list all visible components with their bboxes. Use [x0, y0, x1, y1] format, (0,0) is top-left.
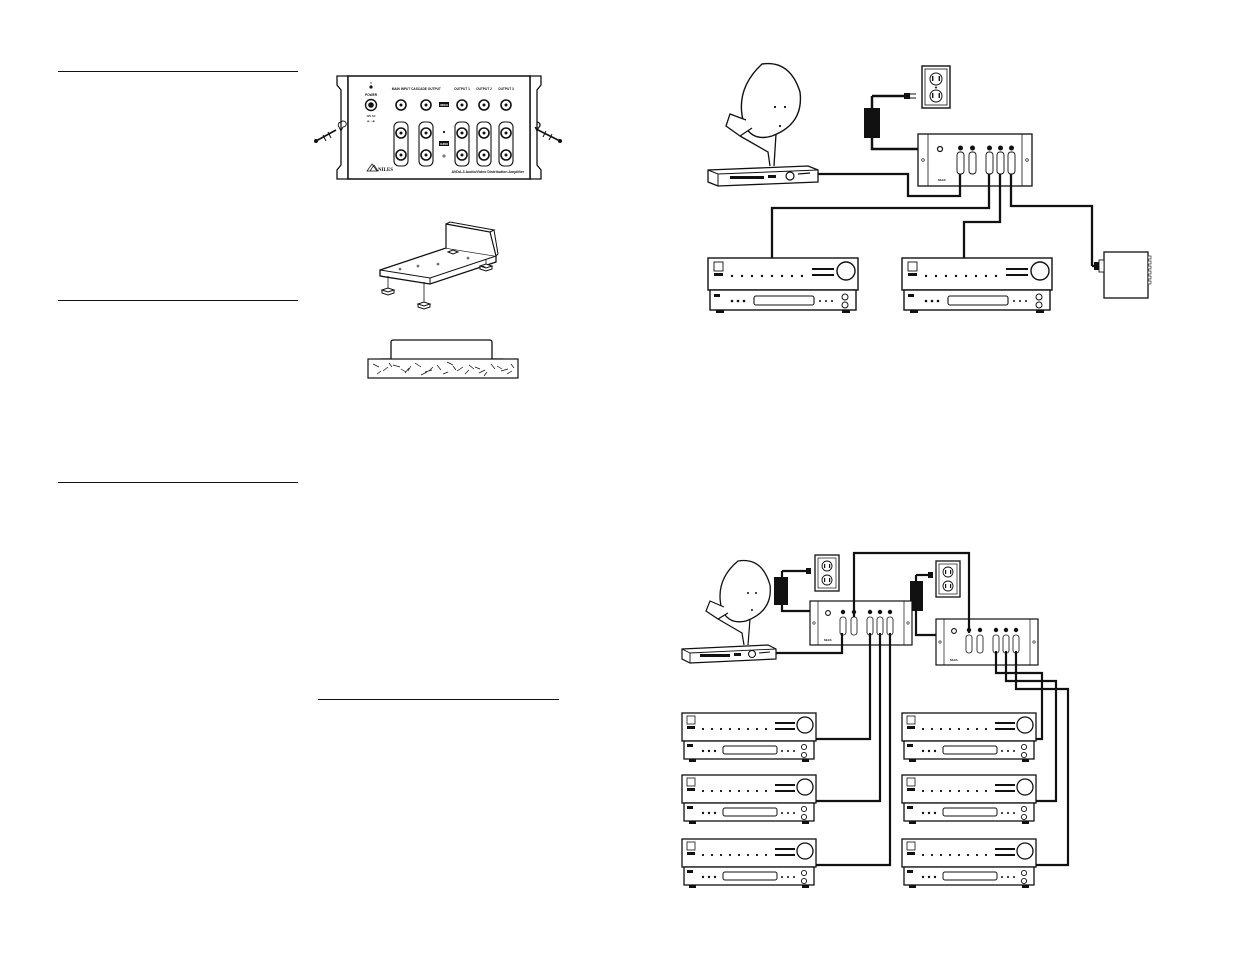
av-receiver-1-icon	[707, 257, 859, 313]
amplifier-front-panel-figure: POWER 12V AC ⊖-○-⊕ MAIN INPUT CASCADE OU…	[314, 75, 562, 180]
satellite-dish-icon	[725, 62, 802, 167]
wall-outlet-icon-2	[814, 554, 840, 592]
power-led-icon	[369, 82, 373, 89]
output-1-label: OUTPUT 1	[454, 87, 470, 91]
cascade-output-label: CASCADE OUTPUT	[411, 87, 441, 91]
brand-logo-text: NILES	[378, 168, 393, 173]
amp-brand-text: NILES	[938, 178, 946, 182]
right-screw-icon	[535, 128, 562, 143]
cascaded-amp-wiring-diagram: NILES NILES	[681, 551, 1070, 888]
model-name-text: AVDA-3 Audio/Video Distribution Amplifie…	[452, 170, 525, 174]
av-receiver-2-icon	[901, 257, 1053, 313]
video-tag: VIDEO	[440, 103, 448, 107]
wood-grain-texture	[372, 361, 515, 377]
satellite-dish-icon-2	[705, 559, 771, 646]
av-receiver-left-1-icon	[681, 712, 817, 762]
section-rule-4	[318, 699, 559, 700]
cascade-av-cables	[776, 551, 1070, 867]
rubber-foot-icons	[380, 249, 494, 310]
audio-tag: AUDIO	[440, 142, 448, 146]
main-input-label: MAIN INPUT	[392, 87, 411, 91]
av-cables	[770, 172, 1094, 266]
amp-2-brand-text: NILES	[950, 658, 958, 662]
av-receiver-right-3-icon	[901, 838, 1037, 888]
power-jack-icon	[364, 98, 378, 112]
av-receiver-left-3-icon	[681, 838, 817, 888]
wall-outlet-icon-3	[935, 560, 961, 598]
remote-device-icon	[1092, 251, 1152, 299]
output-2-label: OUTPUT 2	[476, 87, 492, 91]
power-spec-label: 12V AC	[367, 114, 376, 118]
section-rule-3	[58, 482, 298, 483]
distribution-amplifier-icon: NILES	[917, 133, 1033, 187]
wall-outlet-icon	[921, 65, 951, 109]
polarity-symbol: ⊖-○-⊕	[367, 120, 375, 123]
section-rule-1	[58, 71, 298, 72]
distribution-amplifier-1-icon: NILES	[809, 600, 913, 646]
amp-1-brand-text: NILES	[824, 638, 832, 642]
power-label: POWER	[365, 93, 378, 97]
satellite-receiver-icon	[707, 165, 819, 187]
niles-logo-icon	[366, 163, 379, 172]
single-amp-wiring-diagram: NILES	[707, 62, 1152, 313]
av-receiver-left-2-icon	[681, 774, 817, 824]
satellite-receiver-icon-2	[681, 644, 777, 664]
amplifier-on-shelf-figure	[367, 339, 519, 379]
av-receiver-right-2-icon	[901, 774, 1037, 824]
distribution-amplifier-2-icon: NILES	[935, 618, 1039, 666]
output-3-label: OUTPUT 3	[498, 87, 514, 91]
amplifier-isometric-figure	[379, 221, 499, 310]
av-receiver-right-1-icon	[901, 712, 1037, 762]
section-rule-2	[58, 300, 298, 301]
left-screw-icon	[314, 129, 337, 143]
